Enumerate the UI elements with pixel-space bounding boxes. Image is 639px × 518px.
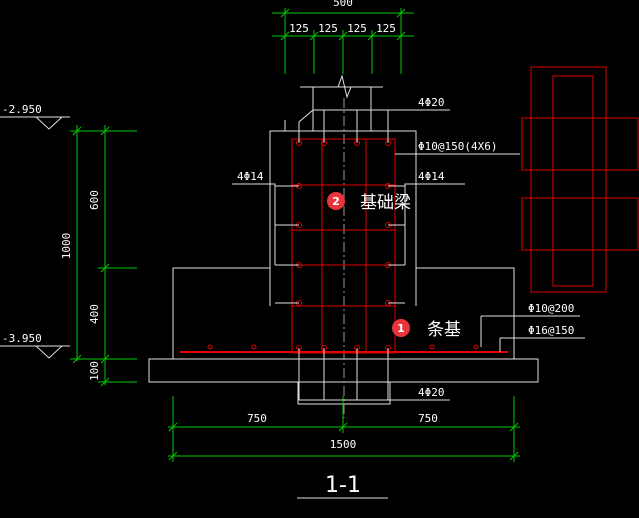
callout-badge xyxy=(327,192,345,210)
label-side-left: 4Φ14 xyxy=(237,170,264,183)
beam-outline xyxy=(269,130,417,306)
break-line xyxy=(300,74,383,131)
stirrup-detail xyxy=(521,66,639,293)
section-title: 1-1 xyxy=(325,473,361,498)
rebar-cage xyxy=(180,138,508,354)
leader-lines xyxy=(232,109,585,401)
callout-footing[interactable]: 1 条基 xyxy=(392,319,461,340)
callout-label: 条基 xyxy=(427,320,461,340)
dim-left-total: 1000 xyxy=(60,233,73,260)
dimension-lines xyxy=(70,8,520,462)
elevation-bottom: -3.950 xyxy=(2,332,42,345)
dim-left-base: 100 xyxy=(88,361,101,381)
elevation-top: -2.950 xyxy=(2,103,42,116)
label-top-bars: 4Φ20 xyxy=(418,96,445,109)
dim-top-seg-2: 125 xyxy=(318,22,338,35)
callout-foundation-beam[interactable]: 2 基础梁 xyxy=(327,192,411,213)
elevation-markers xyxy=(0,116,70,359)
dim-top-seg-1: 125 xyxy=(289,22,309,35)
footing-outline xyxy=(172,267,270,359)
label-bottom-bars: 4Φ20 xyxy=(418,386,445,399)
dim-bottom-total: 1500 xyxy=(330,438,357,451)
label-side-right: 4Φ14 xyxy=(418,170,445,183)
dim-top-seg-3: 125 xyxy=(347,22,367,35)
callout-badge xyxy=(392,319,410,337)
dim-bottom-left: 750 xyxy=(247,412,267,425)
dim-left-lower: 400 xyxy=(88,304,101,324)
dim-top-seg-4: 125 xyxy=(376,22,396,35)
callout-label: 基础梁 xyxy=(360,193,411,213)
callout-badge-number: 2 xyxy=(332,195,340,208)
dim-left-upper: 600 xyxy=(88,190,101,210)
label-stirrups: Φ10@150(4X6) xyxy=(418,140,497,153)
dim-top-total: 500 xyxy=(333,0,353,9)
footing-outline-right xyxy=(416,267,515,359)
label-footing-dist: Φ10@200 xyxy=(528,302,574,315)
callout-badge-number: 1 xyxy=(397,322,405,335)
dim-bottom-right: 750 xyxy=(418,412,438,425)
label-footing-main: Φ16@150 xyxy=(528,324,574,337)
